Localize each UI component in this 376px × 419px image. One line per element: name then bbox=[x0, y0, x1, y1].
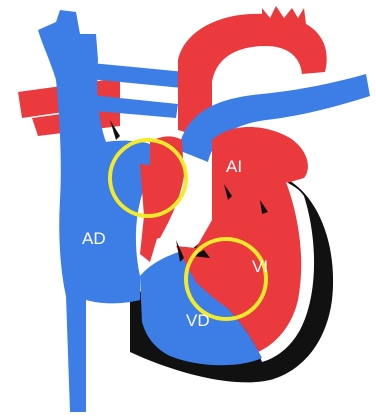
label-left-atrium: AI bbox=[226, 157, 242, 176]
label-right-atrium: AD bbox=[82, 229, 106, 248]
label-left-ventricle: VI bbox=[252, 257, 268, 276]
label-right-ventricle: VD bbox=[186, 311, 210, 330]
